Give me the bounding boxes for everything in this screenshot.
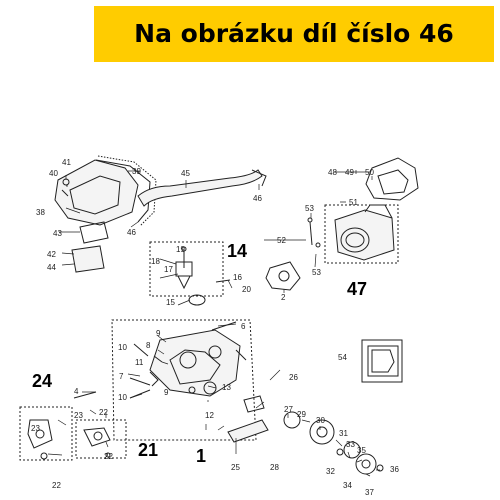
group-label-21: 21: [138, 440, 158, 460]
callout-35: 35: [357, 446, 366, 455]
callout-17: 17: [164, 265, 173, 274]
cylinder-head-group: [111, 319, 257, 441]
callout-48: 48: [328, 168, 337, 177]
callout-46a: 46: [127, 228, 136, 237]
callout-31: 31: [339, 429, 348, 438]
callout-37: 37: [365, 488, 374, 497]
group-label-47: 47: [347, 279, 367, 299]
callout-20: 20: [242, 285, 251, 294]
callout-27: 27: [284, 405, 293, 414]
callout-46b: 46: [253, 194, 262, 203]
callout-51: 51: [349, 198, 358, 207]
callout-15: 15: [166, 298, 175, 307]
callout-52: 52: [277, 236, 286, 245]
callout-4: 4: [74, 387, 79, 396]
callout-39: 39: [132, 167, 141, 176]
callout-25: 25: [231, 463, 240, 472]
callout-16: 16: [233, 273, 242, 282]
group-label-1: 1: [196, 446, 206, 466]
callout-33: 33: [346, 440, 355, 449]
callout-29: 29: [297, 410, 306, 419]
header-banner: Na obrázku díl číslo 46: [94, 6, 494, 62]
callout-54: 54: [338, 353, 347, 362]
callout-44: 44: [47, 263, 56, 272]
callout-30: 30: [316, 416, 325, 425]
callout-28: 28: [270, 463, 279, 472]
callout-11: 11: [135, 358, 144, 367]
group-label-24: 24: [32, 371, 52, 391]
callout-13: 13: [222, 383, 231, 392]
rocker-group-24: [19, 391, 97, 461]
callout-2: 2: [281, 293, 286, 302]
head-cover-part: [54, 155, 157, 273]
callout-26: 26: [289, 373, 298, 382]
callout-8: 8: [146, 341, 151, 350]
callout-9: 9: [156, 329, 161, 338]
callout-40: 40: [49, 169, 58, 178]
callout-49: 49: [345, 168, 354, 177]
callout-7: 7: [119, 372, 124, 381]
group-label-14: 14: [227, 241, 247, 261]
callout-18: 18: [151, 257, 160, 266]
callout-41: 41: [62, 158, 71, 167]
camshaft-group: [227, 395, 384, 475]
callout-42: 42: [47, 250, 56, 259]
callout-10b: 10: [118, 393, 127, 402]
rocker-group-21: [75, 419, 127, 459]
callout-22a: 22: [52, 481, 61, 490]
callout-23a: 23: [31, 424, 40, 433]
callout-10a: 10: [118, 343, 127, 352]
callout-12: 12: [205, 411, 214, 420]
callout-45: 45: [181, 169, 190, 178]
exhaust-pipe-part: [137, 169, 267, 207]
callout-22c: 22: [104, 452, 113, 461]
callout-53b: 53: [312, 268, 321, 277]
callout-34: 34: [343, 481, 352, 490]
callout-23b: 23: [74, 411, 83, 420]
callout-9b: 9: [164, 388, 169, 397]
cylinder-group: [265, 157, 419, 291]
callout-38: 38: [36, 208, 45, 217]
cover-plate-part: [361, 339, 403, 383]
page-title: Na obrázku díl číslo 46: [134, 19, 454, 48]
callout-22b: 22: [99, 408, 108, 417]
callout-50: 50: [365, 168, 374, 177]
callout-32: 32: [326, 467, 335, 476]
valve-spring-group: [149, 241, 231, 306]
callout-43: 43: [53, 229, 62, 238]
callout-6: 6: [241, 322, 246, 331]
callout-19: 19: [176, 245, 185, 254]
callout-53a: 53: [305, 204, 314, 213]
callout-36: 36: [390, 465, 399, 474]
